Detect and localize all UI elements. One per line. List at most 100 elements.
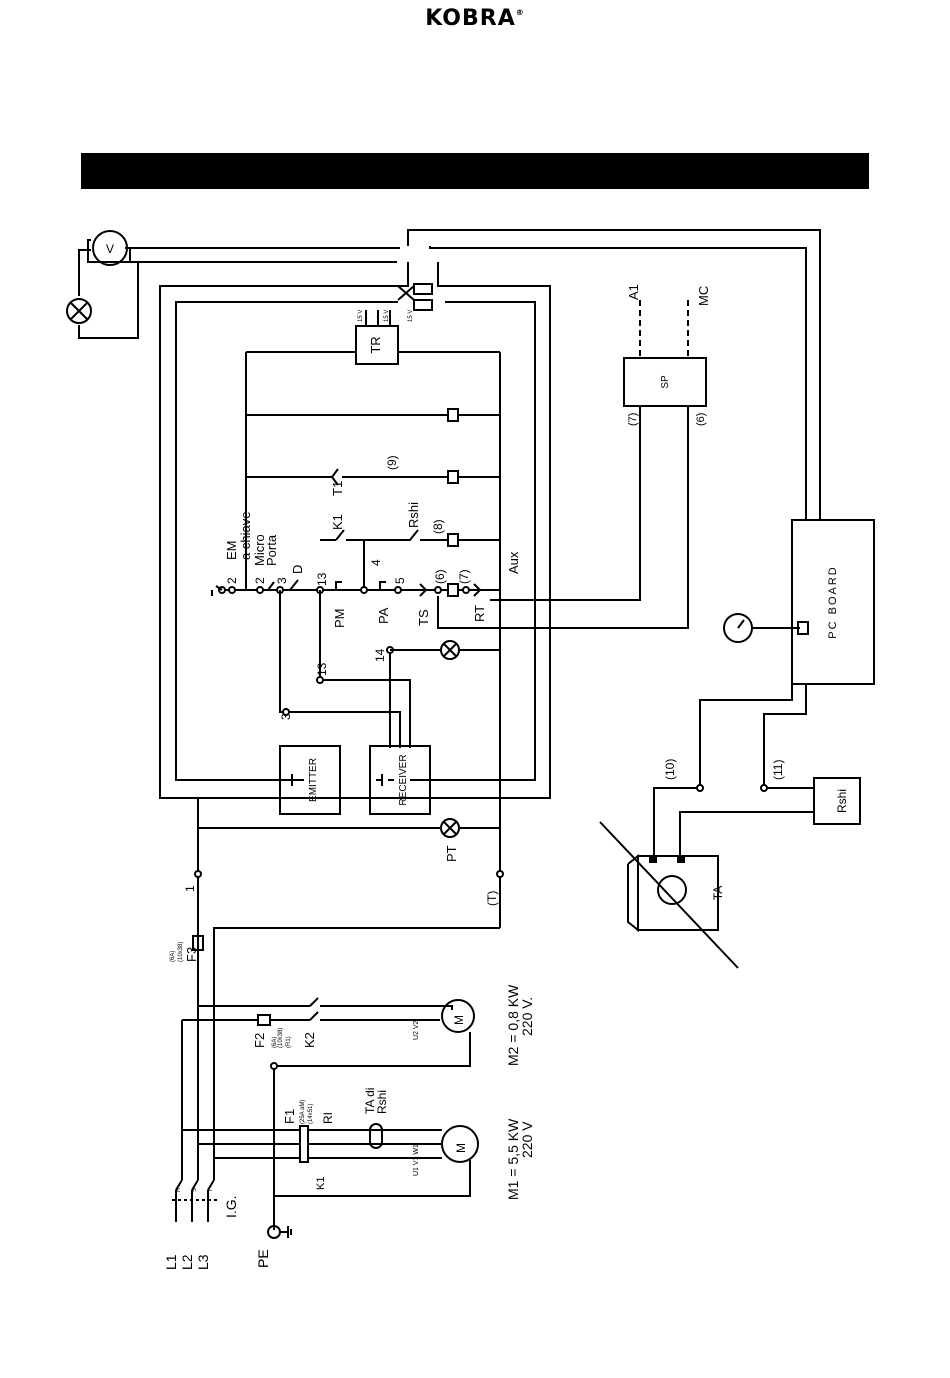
paren-9-label: (9) xyxy=(385,455,399,470)
pe-node-1 xyxy=(270,1062,278,1070)
neutral-rail xyxy=(213,927,500,1180)
v15b-label: 15 V xyxy=(384,310,390,322)
pm-label: PM xyxy=(332,609,347,629)
main-switch-ig xyxy=(175,1179,215,1222)
l3-label: L3 xyxy=(195,1254,211,1270)
sp-wire-6 xyxy=(437,406,689,629)
receiver-loop-wire xyxy=(410,301,536,781)
node-13b-label: 13 xyxy=(315,662,329,676)
node-4-label: 4 xyxy=(369,559,383,566)
ig-label: I.G. xyxy=(223,1195,239,1218)
paren-11-label: (11) xyxy=(771,760,785,780)
m1-spec-label: M1 = 5,5 KW xyxy=(505,1118,521,1200)
ta-wire-10 xyxy=(653,684,793,860)
motor-m2 xyxy=(441,999,475,1033)
rt-label: RT xyxy=(472,605,487,622)
ta-di-label: TA di xyxy=(363,1088,377,1114)
em-label: EM xyxy=(224,541,239,561)
f2-amp: (6A) xyxy=(272,1037,278,1048)
node-1 xyxy=(194,870,202,878)
pilot-lamp-pt xyxy=(440,818,460,838)
node-10 xyxy=(696,784,704,792)
brand-logo: KOBRA® xyxy=(0,6,950,31)
relay-coil-k2 xyxy=(447,470,459,484)
r-label: R xyxy=(176,1187,182,1192)
wire-13-down xyxy=(319,590,411,748)
m2-spec-label: M2 = 0,8 KW xyxy=(505,984,521,1066)
sp-wire-7 xyxy=(490,406,641,601)
pe-label: PE xyxy=(255,1249,271,1268)
rt-contact xyxy=(473,583,482,597)
potentiometer-needle xyxy=(737,619,745,629)
m2-volt-label: 220 V. xyxy=(519,997,535,1036)
outer-loop-wire xyxy=(159,262,551,799)
relay-coil-rshi xyxy=(447,408,459,422)
ta-di-rshi-label: Rshi xyxy=(375,1090,389,1114)
sp-module xyxy=(623,357,707,407)
ground-symbol xyxy=(280,1226,292,1238)
lamp-cross-2 xyxy=(70,302,88,320)
micro-porta-contact xyxy=(267,581,275,591)
node-14-label: 14 xyxy=(373,648,387,662)
aux-label: Aux xyxy=(506,551,521,574)
pc-board-wire-1 xyxy=(407,229,821,520)
pc-board-wire-2 xyxy=(429,246,807,520)
terminal-block-2 xyxy=(413,299,433,311)
logo-text: KOBRA xyxy=(425,6,516,31)
rshi-wire-11 xyxy=(763,684,814,789)
ta-cable xyxy=(599,821,739,969)
rshi-ta-wire xyxy=(679,811,814,860)
receiver-label: RECEIVER xyxy=(398,754,409,805)
voltmeter xyxy=(92,230,128,266)
f2-label: F2 xyxy=(252,1033,267,1048)
node-t xyxy=(496,870,504,878)
f2-rating: (10x38) xyxy=(278,1028,284,1048)
node-5 xyxy=(394,586,402,594)
sp-in-6-label: (6) xyxy=(695,413,707,426)
u1v1w1-label: U1 V1 W1 xyxy=(413,1144,420,1176)
signal-lamp-top xyxy=(66,298,92,324)
relay-coil-aux xyxy=(447,583,459,597)
f3-amp: (6A) xyxy=(170,951,176,962)
k1-rshi-contacts xyxy=(335,529,448,541)
micro-label: Micro xyxy=(252,534,267,566)
paren-7-label: (7) xyxy=(457,569,471,584)
wire-3-receiver xyxy=(286,711,401,748)
node-13a-label: 13 xyxy=(315,572,329,586)
k1-bottom-label: K1 xyxy=(315,1177,327,1190)
ta-terminal-1 xyxy=(649,855,657,863)
node-3b xyxy=(282,708,290,716)
k2-label: K2 xyxy=(302,1032,317,1048)
node-2a-label: 2 xyxy=(225,577,239,584)
s-label: S xyxy=(192,1188,198,1192)
m1-volt-label: 220 V xyxy=(519,1121,535,1158)
pc-board-label: PC BOARD xyxy=(827,565,839,638)
node-5-label: 5 xyxy=(393,577,407,584)
ts-label: TS xyxy=(416,609,431,626)
node-13b xyxy=(316,676,324,684)
em-key-switch xyxy=(211,585,223,596)
t-paren-label: (T) xyxy=(485,891,499,906)
ts-contact xyxy=(419,583,428,597)
node-2b-label: 2 xyxy=(253,577,267,584)
ta-side xyxy=(627,853,639,933)
a1-label: A1 xyxy=(626,284,641,300)
paren-8-label: (8) xyxy=(431,519,445,534)
terminal-block-1 xyxy=(413,283,433,295)
v15c-label: 15 V xyxy=(408,310,414,322)
porta-label: Porta xyxy=(264,534,279,566)
pa-label: PA xyxy=(376,607,391,624)
paren-10-label: (10) xyxy=(663,759,677,780)
terminal-link-2 xyxy=(397,285,415,301)
t-label: T xyxy=(208,1188,214,1192)
node-3a-label: 3 xyxy=(275,577,289,584)
u2v2-label: U2 V2 xyxy=(413,1020,420,1040)
f1-label: F1 xyxy=(282,1109,297,1124)
title-bar xyxy=(81,153,869,189)
ta-di-rshi xyxy=(369,1123,383,1149)
k1-label: K1 xyxy=(330,514,345,530)
lamp14-cross-2 xyxy=(443,643,457,657)
sp-label: SP xyxy=(660,375,671,389)
rshi-label: Rshi xyxy=(406,502,421,528)
mc-label: MC xyxy=(696,286,711,306)
